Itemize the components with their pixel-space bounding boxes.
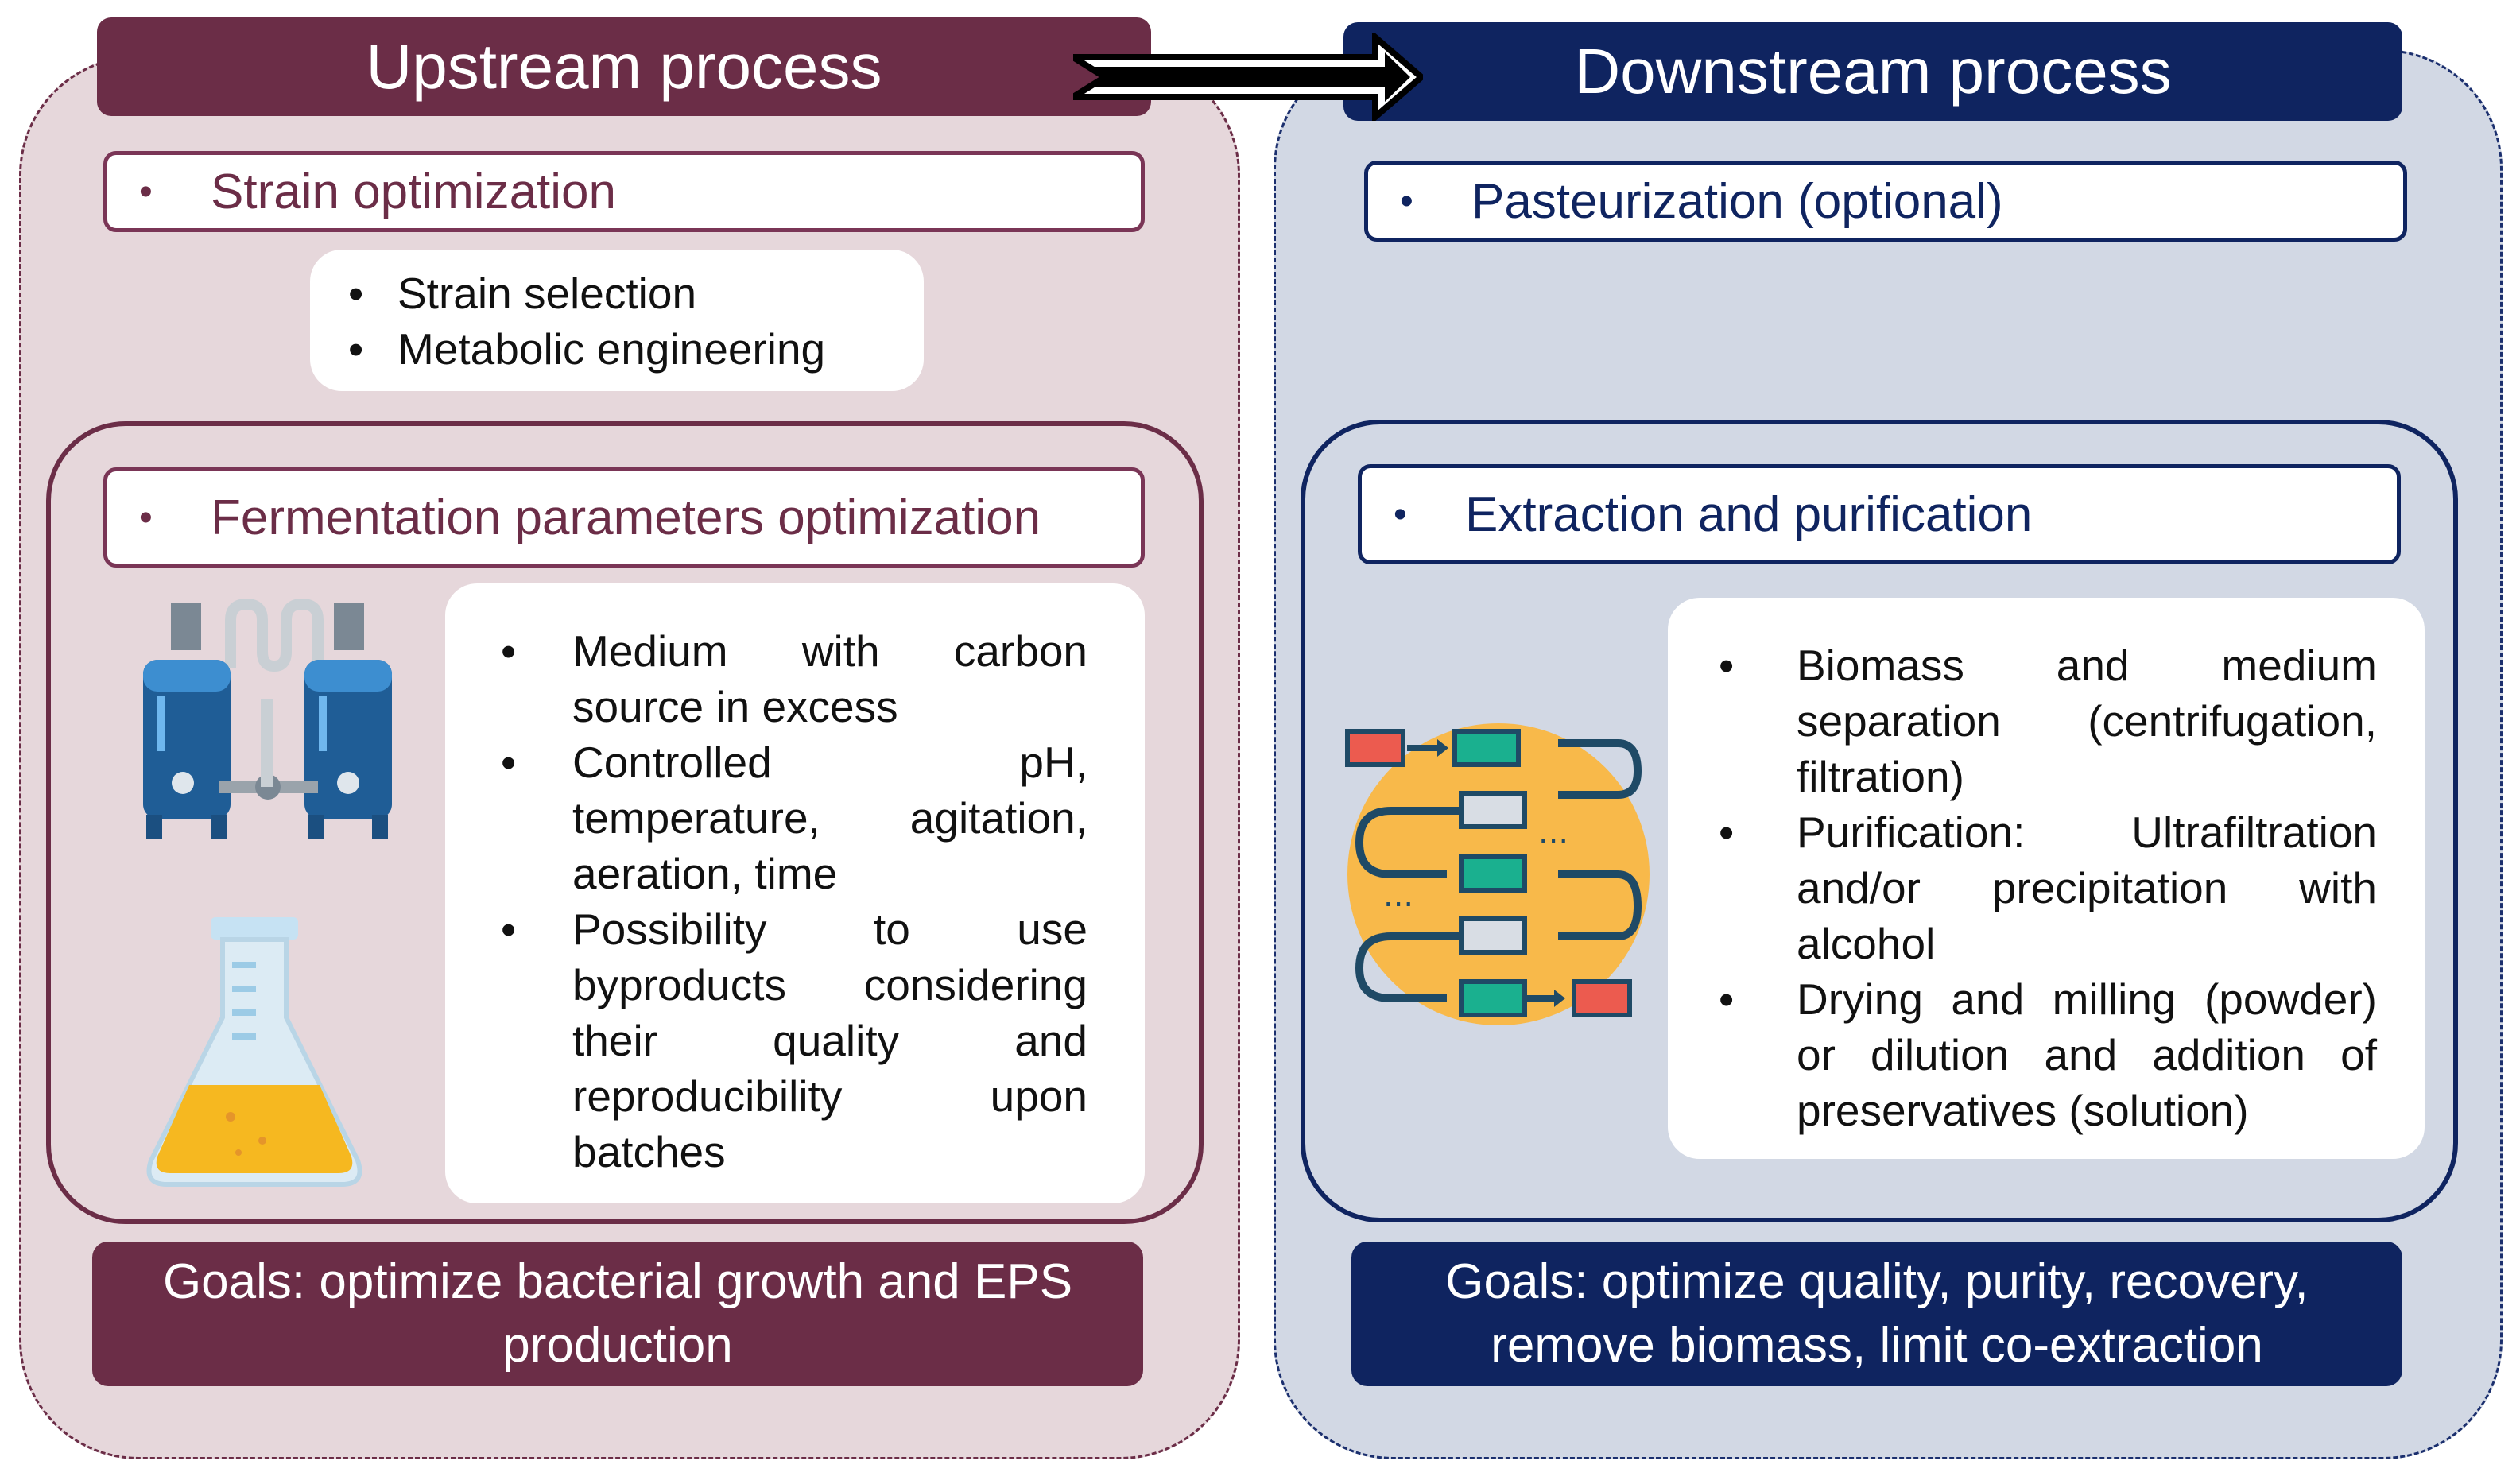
list-item: • Controlled pH, temperature, agitation, … xyxy=(445,734,1087,901)
svg-text:...: ... xyxy=(1383,878,1413,914)
medium-text: Medium with carbon source in excess xyxy=(572,626,1087,731)
fermentation-step: • Fermentation parameters optimization xyxy=(103,467,1145,568)
bullet: • xyxy=(501,738,517,787)
fermentation-frame xyxy=(46,421,1204,1224)
list-item: • Strain selection xyxy=(310,265,924,321)
bullet: • xyxy=(139,496,153,539)
svg-text:...: ... xyxy=(1538,814,1568,850)
downstream-title: Downstream process xyxy=(1343,22,2402,121)
list-item: • Metabolic engineering xyxy=(310,321,924,377)
pasteurization-label: Pasteurization (optional) xyxy=(1471,173,2003,229)
extraction-label: Extraction and purification xyxy=(1465,486,2033,542)
process-flow-icon: ... ... xyxy=(1345,723,1650,1025)
list-item: • Drying and milling (powder) or dilution… xyxy=(1668,971,2377,1138)
bullet: • xyxy=(1719,641,1735,690)
strain-optimization-details: • Strain selection • Metabolic engineering xyxy=(310,250,924,391)
bullet: • xyxy=(501,905,517,954)
fermentation-details: • Medium with carbon source in excess • Co… xyxy=(445,583,1145,1203)
list-item: • Possibility to use byproducts consideri… xyxy=(445,901,1087,1180)
bullet: • xyxy=(139,170,153,213)
purification-text: Purification: Ultrafiltration and/or pre… xyxy=(1797,808,2377,968)
byproducts-text: Possibility to use byproducts considerin… xyxy=(572,905,1087,1176)
bullet: • xyxy=(1719,808,1735,857)
bullet: • xyxy=(1400,180,1413,223)
controlled-text: Controlled pH, temperature, agitation, a… xyxy=(572,738,1087,898)
biomass-text: Biomass and medium separation (centrifug… xyxy=(1797,641,2377,801)
drying-text: Drying and milling (powder) or dilution … xyxy=(1797,974,2377,1135)
upstream-goals: Goals: optimize bacterial growth and EPS… xyxy=(92,1242,1143,1386)
list-item: • Biomass and medium separation (centrifu… xyxy=(1668,637,2377,804)
metabolic-engineering-text: Metabolic engineering xyxy=(397,324,826,374)
bullet: • xyxy=(348,269,364,318)
extraction-frame xyxy=(1301,420,2458,1222)
pasteurization-step: • Pasteurization (optional) xyxy=(1364,161,2407,242)
bullet: • xyxy=(501,626,517,676)
upstream-title: Upstream process xyxy=(97,17,1151,116)
extraction-details: • Biomass and medium separation (centrifu… xyxy=(1668,598,2425,1159)
bullet: • xyxy=(1394,493,1407,536)
downstream-goals: Goals: optimize quality, purity, recover… xyxy=(1351,1242,2402,1386)
bullet: • xyxy=(1719,974,1735,1024)
strain-optimization-label: Strain optimization xyxy=(211,164,617,219)
extraction-step: • Extraction and purification xyxy=(1358,464,2401,564)
right-arrow-icon xyxy=(1073,33,1423,121)
bioreactor-icon xyxy=(143,598,392,839)
list-item: • Medium with carbon source in excess xyxy=(445,623,1087,734)
fermentation-label: Fermentation parameters optimization xyxy=(211,490,1041,545)
list-item: • Purification: Ultrafiltration and/or pr… xyxy=(1668,804,2377,971)
bullet: • xyxy=(348,324,364,374)
flask-icon xyxy=(146,917,362,1187)
strain-selection-text: Strain selection xyxy=(397,269,697,318)
strain-optimization-step: • Strain optimization xyxy=(103,151,1145,232)
